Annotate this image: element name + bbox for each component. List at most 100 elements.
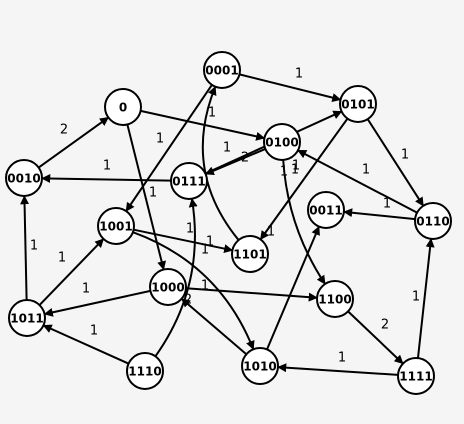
node-1001: 1001 <box>97 207 135 245</box>
node-0011: 0011 <box>307 191 345 229</box>
node-1000: 1000 <box>149 268 187 306</box>
edge-weight-label: 1 <box>82 282 90 297</box>
edge-line <box>38 238 105 306</box>
edge-line <box>266 225 320 350</box>
node-circle <box>126 352 164 390</box>
edge-line <box>125 84 213 212</box>
edge-0101-0110 <box>366 118 425 207</box>
edge-weight-label: 1 <box>149 186 157 201</box>
edges-layer <box>20 73 435 376</box>
node-label: 0111 <box>172 175 205 189</box>
edge-line <box>43 289 151 317</box>
edge-weight-label: 2 <box>381 318 389 333</box>
node-1101: 1101 <box>231 235 269 273</box>
node-circle <box>170 162 208 200</box>
edge-1000-1011 <box>43 289 151 317</box>
edge-weight-label: 2 <box>241 151 249 166</box>
edge-weight-label: 1 <box>362 163 370 178</box>
edge-weight-label: 1 <box>267 225 275 240</box>
edge-weight-label: 1 <box>412 290 420 305</box>
node-1100: 1100 <box>316 280 354 318</box>
edge-weight-label: 1 <box>223 141 231 156</box>
edge-line <box>20 195 30 301</box>
edge-weight-label: 1 <box>186 222 194 237</box>
edge-weight-label: 1 <box>206 235 214 250</box>
node-label: 1101 <box>233 248 266 262</box>
edge-0101-1101 <box>259 118 349 241</box>
edge-line <box>154 198 198 357</box>
edge-weight-label: 1 <box>280 165 288 180</box>
node-label: 0101 <box>341 98 374 112</box>
node-circle <box>241 347 279 385</box>
edge-1011-0010 <box>20 195 30 301</box>
edge-weight-label: 1 <box>30 239 38 254</box>
node-circle <box>97 207 135 245</box>
node-1010: 1010 <box>241 347 279 385</box>
edge-weight-label: 2 <box>60 123 68 138</box>
edge-line <box>201 86 240 241</box>
edge-line <box>41 173 172 183</box>
node-label: 1011 <box>10 312 43 326</box>
edge-line <box>416 238 435 359</box>
edge-0110-0100 <box>297 149 418 214</box>
edge-0100-1100 <box>282 159 326 285</box>
edge-line <box>297 149 418 214</box>
node-circle <box>307 191 345 229</box>
edge-1110-0111 <box>154 198 198 357</box>
node-1011: 1011 <box>8 299 46 337</box>
node-circle <box>149 268 187 306</box>
edge-0010-0 <box>38 116 109 169</box>
edge-weight-label: 1 <box>58 251 66 266</box>
edge-weight-label: 1 <box>338 351 346 366</box>
edge-1111-0110 <box>416 238 435 359</box>
edge-0001-1001 <box>125 84 213 212</box>
node-label: 1110 <box>128 365 161 379</box>
edge-weight-label: 1 <box>292 159 300 174</box>
node-circle <box>104 88 142 126</box>
edge-1001-1010 <box>132 231 255 350</box>
node-1111: 1111 <box>397 357 435 395</box>
node-label: 0110 <box>416 215 449 229</box>
edge-weight-label: 2 <box>184 293 192 308</box>
edge-line <box>343 208 416 221</box>
edge-weight-label: 1 <box>156 132 164 147</box>
node-circle <box>203 51 241 89</box>
edge-0-0100 <box>140 109 266 141</box>
node-circle <box>339 85 377 123</box>
node-label: 1010 <box>243 360 276 374</box>
edge-1001-1101 <box>133 228 234 254</box>
node-circle <box>5 159 43 197</box>
edge-line <box>239 73 342 102</box>
node-0101: 0101 <box>339 85 377 123</box>
edge-line <box>277 363 399 376</box>
node-label: 0001 <box>205 64 238 78</box>
edge-weight-label: 1 <box>90 324 98 339</box>
node-label: 1100 <box>318 293 351 307</box>
edge-line <box>132 231 255 350</box>
node-label: 1000 <box>151 281 184 295</box>
node-label: 0010 <box>7 172 40 186</box>
edge-1011-1001 <box>38 238 105 306</box>
edge-line <box>133 228 234 254</box>
edge-weight-label: 1 <box>103 159 111 174</box>
node-label: 0011 <box>309 204 342 218</box>
edge-weight-label: 1 <box>401 148 409 163</box>
edge-weight-label: 1 <box>201 279 209 294</box>
edge-0110-0011 <box>343 208 416 221</box>
edge-1010-1000 <box>181 297 247 356</box>
edge-1000-1100 <box>185 287 318 302</box>
node-circle <box>263 123 301 161</box>
node-0010: 0010 <box>5 159 43 197</box>
edge-line <box>259 118 349 241</box>
edge-1111-1010 <box>277 363 399 376</box>
node-0100: 0100 <box>263 123 301 161</box>
node-0111: 0111 <box>170 162 208 200</box>
edge-line <box>282 159 326 285</box>
edge-weight-label: 1 <box>383 197 391 212</box>
node-0: 0 <box>104 88 142 126</box>
edge-1110-1011 <box>42 324 129 365</box>
edge-0-1000 <box>126 124 166 271</box>
edge-line <box>126 124 166 271</box>
